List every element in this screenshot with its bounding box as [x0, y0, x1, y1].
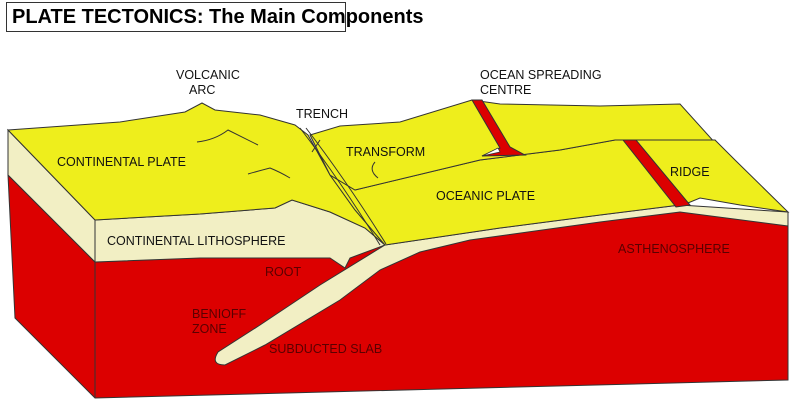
- spreading-centre-rift: [471, 99, 527, 157]
- trench-line-2: [305, 127, 387, 245]
- label-continental-plate: CONTINENTAL PLATE: [57, 155, 186, 169]
- ridge-rift: [621, 139, 691, 208]
- arc-contour-2: [247, 167, 291, 179]
- label-root: ROOT: [265, 265, 301, 279]
- diagram-title: PLATE TECTONICS: The Main Components: [6, 2, 423, 32]
- trench-arrow: [311, 139, 321, 153]
- label-benioff-zone: BENIOFF: [192, 307, 247, 321]
- label-continental-lithosphere: CONTINENTAL LITHOSPHERE: [107, 234, 286, 248]
- label-volcanic-arc-2: ARC: [189, 83, 215, 97]
- label-volcanic-arc: VOLCANIC: [176, 68, 240, 82]
- label-ocean-spreading: OCEAN SPREADING: [480, 68, 602, 82]
- label-benioff-zone-2: ZONE: [192, 322, 227, 336]
- label-oceanic-plate: OCEANIC PLATE: [436, 189, 535, 203]
- spreading-centre-notch: [481, 147, 501, 157]
- arc-contour: [196, 129, 259, 146]
- label-trench: TRENCH: [296, 107, 348, 121]
- label-asthenosphere: ASTHENOSPHERE: [618, 242, 730, 256]
- label-subducted-slab: SUBDUCTED SLAB: [269, 342, 382, 356]
- label-transform: TRANSFORM: [346, 145, 425, 159]
- transform-arrow: [371, 161, 379, 179]
- subducted-slab: [214, 204, 789, 366]
- trench-line: [299, 127, 381, 246]
- label-ridge: RIDGE: [670, 165, 710, 179]
- label-ocean-spreading-2: CENTRE: [480, 83, 531, 97]
